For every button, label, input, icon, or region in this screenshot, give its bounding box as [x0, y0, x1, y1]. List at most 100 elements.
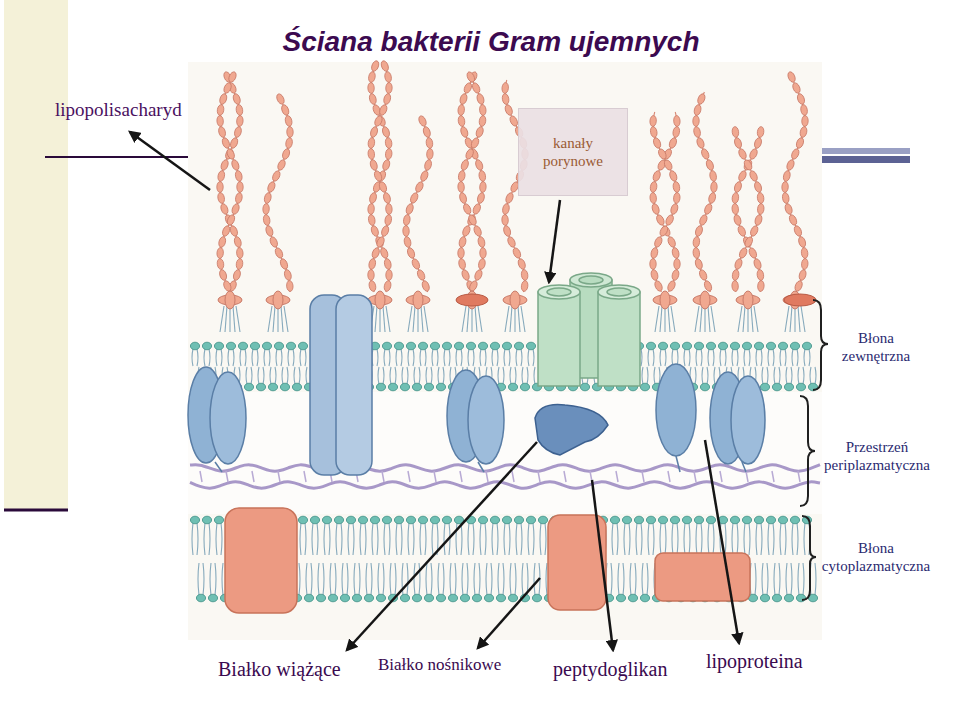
phospholipid [214, 342, 223, 366]
sugar-bead [801, 247, 809, 259]
lipid-head [526, 342, 535, 350]
phospholipid [424, 367, 433, 391]
sugar-bead [263, 214, 271, 226]
sugar-bead [474, 159, 484, 171]
phospholipid [202, 516, 211, 555]
sugar-bead [237, 182, 243, 193]
sugar-bead [458, 192, 467, 204]
lipid-tail [414, 563, 420, 595]
lipid-head [496, 594, 505, 602]
sugar-bead [658, 225, 669, 238]
sugar-bead [235, 104, 243, 116]
core-sugar [273, 291, 283, 309]
lipid-tail [216, 523, 222, 555]
lipid-tail [756, 349, 762, 366]
phospholipid [334, 516, 343, 555]
lps-molecule [217, 71, 244, 332]
sugar-bead [235, 192, 243, 204]
braces [800, 300, 828, 600]
phospholipid [268, 367, 277, 391]
sugar-bead [733, 137, 742, 149]
phospholipid [502, 516, 511, 555]
core-sugar [700, 291, 710, 309]
sugar-bead [368, 82, 375, 93]
sugar-bead [472, 203, 482, 215]
peptide-crosslink [720, 471, 722, 482]
core-sugar [413, 291, 423, 309]
phospholipid [502, 342, 511, 366]
lipid-a-tail [790, 306, 792, 332]
sugar-bead [466, 71, 477, 84]
sugar-bead [672, 181, 680, 193]
lipid-head [202, 342, 211, 350]
lipid-head [394, 516, 403, 524]
lipid-tail [528, 349, 534, 366]
lipid-head [382, 516, 391, 524]
phospholipid [298, 516, 307, 555]
lipid-tail [414, 367, 420, 384]
lipid-head [646, 516, 655, 524]
sugar-bead [281, 148, 291, 160]
label-box: kanały porynowe [518, 108, 628, 196]
sugar-bead [782, 170, 791, 182]
lipid-tail [744, 523, 750, 555]
sugar-bead [285, 137, 293, 149]
lipid-head [364, 594, 373, 602]
sugar-bead [468, 280, 479, 293]
lipid-head [784, 383, 793, 391]
lipid-tail [468, 523, 474, 555]
sugar-bead [276, 159, 286, 171]
phospholipid [802, 342, 811, 366]
sugar-bead [790, 148, 800, 160]
lipid-head [196, 594, 205, 602]
core-sugar [660, 291, 670, 309]
lipid-a-tail [664, 306, 665, 332]
lipid-head [508, 594, 517, 602]
lipid-tail [624, 523, 630, 555]
label-box: Białko wiążące [218, 657, 368, 681]
phospholipid [766, 516, 775, 555]
lipid-tail [480, 349, 486, 366]
illustration-ground [188, 62, 822, 640]
lipid-tail [282, 367, 288, 384]
core-sugar [225, 291, 235, 309]
lipid-head [466, 342, 475, 350]
lipid-head [292, 383, 301, 391]
lipid-head [376, 594, 385, 602]
sugar-bead [506, 236, 516, 248]
lipid-a-tail [273, 306, 275, 332]
lipid-head [280, 383, 289, 391]
sugar-bead [379, 247, 389, 259]
sugar-bead [479, 115, 487, 127]
lipid-tail [762, 367, 768, 384]
lipid-a-tail [801, 306, 805, 332]
sugar-bead [220, 159, 230, 171]
sugar-bead [700, 148, 710, 160]
lipid-head [190, 342, 199, 350]
sugar-bead [464, 148, 474, 161]
leader-arrow [347, 442, 537, 650]
lipid-tail [648, 349, 654, 366]
lipid-tail [762, 563, 768, 595]
sugar-bead [386, 82, 393, 93]
lipid-tail [444, 349, 450, 366]
lipid-tail [540, 523, 546, 555]
phospholipid [190, 516, 199, 555]
sugar-bead [791, 82, 801, 94]
lipid-head [268, 383, 277, 391]
sugar-bead [502, 93, 510, 105]
lipid-tail [474, 563, 480, 595]
phospholipid [382, 516, 391, 555]
sugar-bead [672, 126, 680, 138]
lipid-a-tail [700, 306, 702, 332]
sugar-bead [381, 126, 391, 138]
sugar-bead [467, 214, 478, 227]
lipid-tail [774, 563, 780, 595]
lps-molecule [649, 112, 680, 332]
phospholipid [772, 367, 781, 391]
sugar-chain-line [653, 112, 677, 292]
lipid-tail [618, 563, 624, 595]
lipid-head [298, 516, 307, 524]
phospholipid [514, 342, 523, 366]
peptide-crosslink [642, 471, 644, 482]
